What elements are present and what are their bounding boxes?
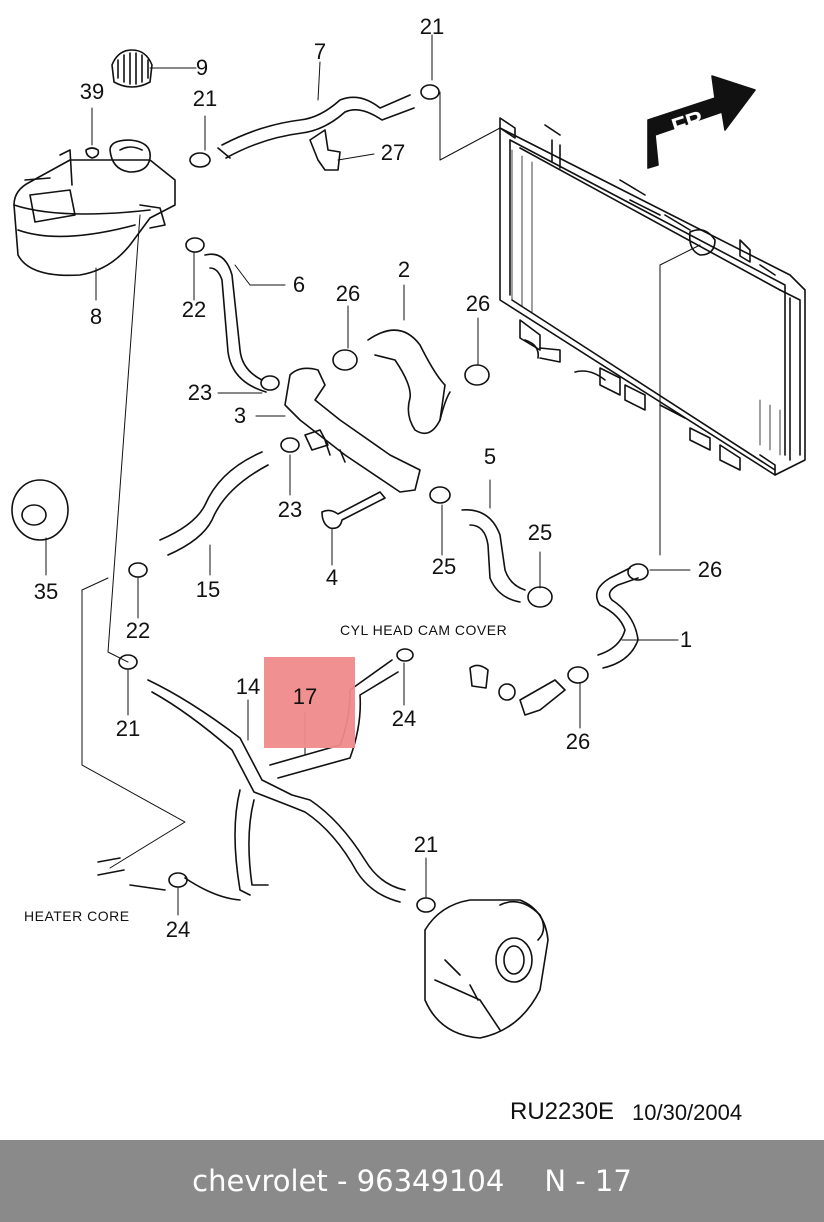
coolant-reservoir <box>13 139 176 277</box>
bolt-39 <box>85 147 100 159</box>
note-cyl-head-cam-cover: CYL HEAD CAM COVER <box>340 622 508 638</box>
part-label-21: 21 <box>115 716 141 741</box>
heater-core-pipes <box>97 857 241 901</box>
part-label-17: 17 <box>292 684 318 709</box>
part-label-23: 23 <box>277 497 303 522</box>
part-label-24: 24 <box>165 917 191 942</box>
water-outlet-3 <box>284 367 421 493</box>
footer-part-text: chevrolet - 96349104 <box>192 1164 505 1198</box>
part-label-6: 6 <box>292 272 306 297</box>
part-label-4: 4 <box>325 565 339 590</box>
note-heater-core: HEATER CORE <box>24 908 130 924</box>
hose-14 <box>147 679 406 903</box>
hose-15 <box>159 451 269 556</box>
part-label-2: 2 <box>397 257 411 282</box>
part-label-22: 22 <box>181 297 207 322</box>
part-label-26: 26 <box>697 557 723 582</box>
hose-5 <box>461 509 526 603</box>
part-label-22: 22 <box>125 618 151 643</box>
bolt-4 <box>321 491 386 530</box>
part-label-8: 8 <box>89 304 103 329</box>
part-label-24: 24 <box>391 706 417 731</box>
part-35-disc <box>11 479 69 541</box>
part-label-7: 7 <box>313 39 327 64</box>
clip-27 <box>309 129 341 171</box>
hose-7 <box>217 94 415 159</box>
reservoir-cap <box>111 49 153 88</box>
part-label-23: 23 <box>187 380 213 405</box>
part-label-25: 25 <box>527 520 553 545</box>
part-label-26: 26 <box>565 729 591 754</box>
part-label-3: 3 <box>233 403 247 428</box>
part-label-21: 21 <box>192 86 218 111</box>
throttle-body <box>424 899 549 1039</box>
hose-2 <box>367 329 451 435</box>
part-label-25: 25 <box>431 554 457 579</box>
part-label-26: 26 <box>335 281 361 306</box>
part-label-27: 27 <box>380 140 406 165</box>
highlighted-part-17 <box>264 657 355 748</box>
part-label-35: 35 <box>33 579 59 604</box>
part-label-14: 14 <box>235 674 261 699</box>
part-label-1: 1 <box>679 627 693 652</box>
part-label-5: 5 <box>483 444 497 469</box>
radiator <box>499 117 806 476</box>
parts-diagram: FR 9 7 21 39 21 27 8 22 6 26 2 26 23 3 5… <box>11 14 806 1125</box>
footer-bar: chevrolet - 96349104 N - 17 <box>0 1140 824 1222</box>
part-label-26: 26 <box>465 291 491 316</box>
part-label-21: 21 <box>419 14 445 39</box>
leader-lines <box>45 34 701 916</box>
hose-6 <box>204 253 267 393</box>
part-label-9: 9 <box>195 55 209 80</box>
part-label-21: 21 <box>413 832 439 857</box>
part-label-15: 15 <box>195 577 221 602</box>
thermostat-housing <box>469 664 566 716</box>
front-direction-arrow <box>647 75 756 169</box>
diagram-drawing <box>11 34 806 1039</box>
reference-date: 10/30/2004 <box>632 1100 743 1125</box>
footer-position-text: N - 17 <box>544 1164 632 1198</box>
reference-code: RU2230E <box>510 1098 615 1125</box>
part-label-39: 39 <box>79 79 105 104</box>
hose-1 <box>595 567 639 669</box>
